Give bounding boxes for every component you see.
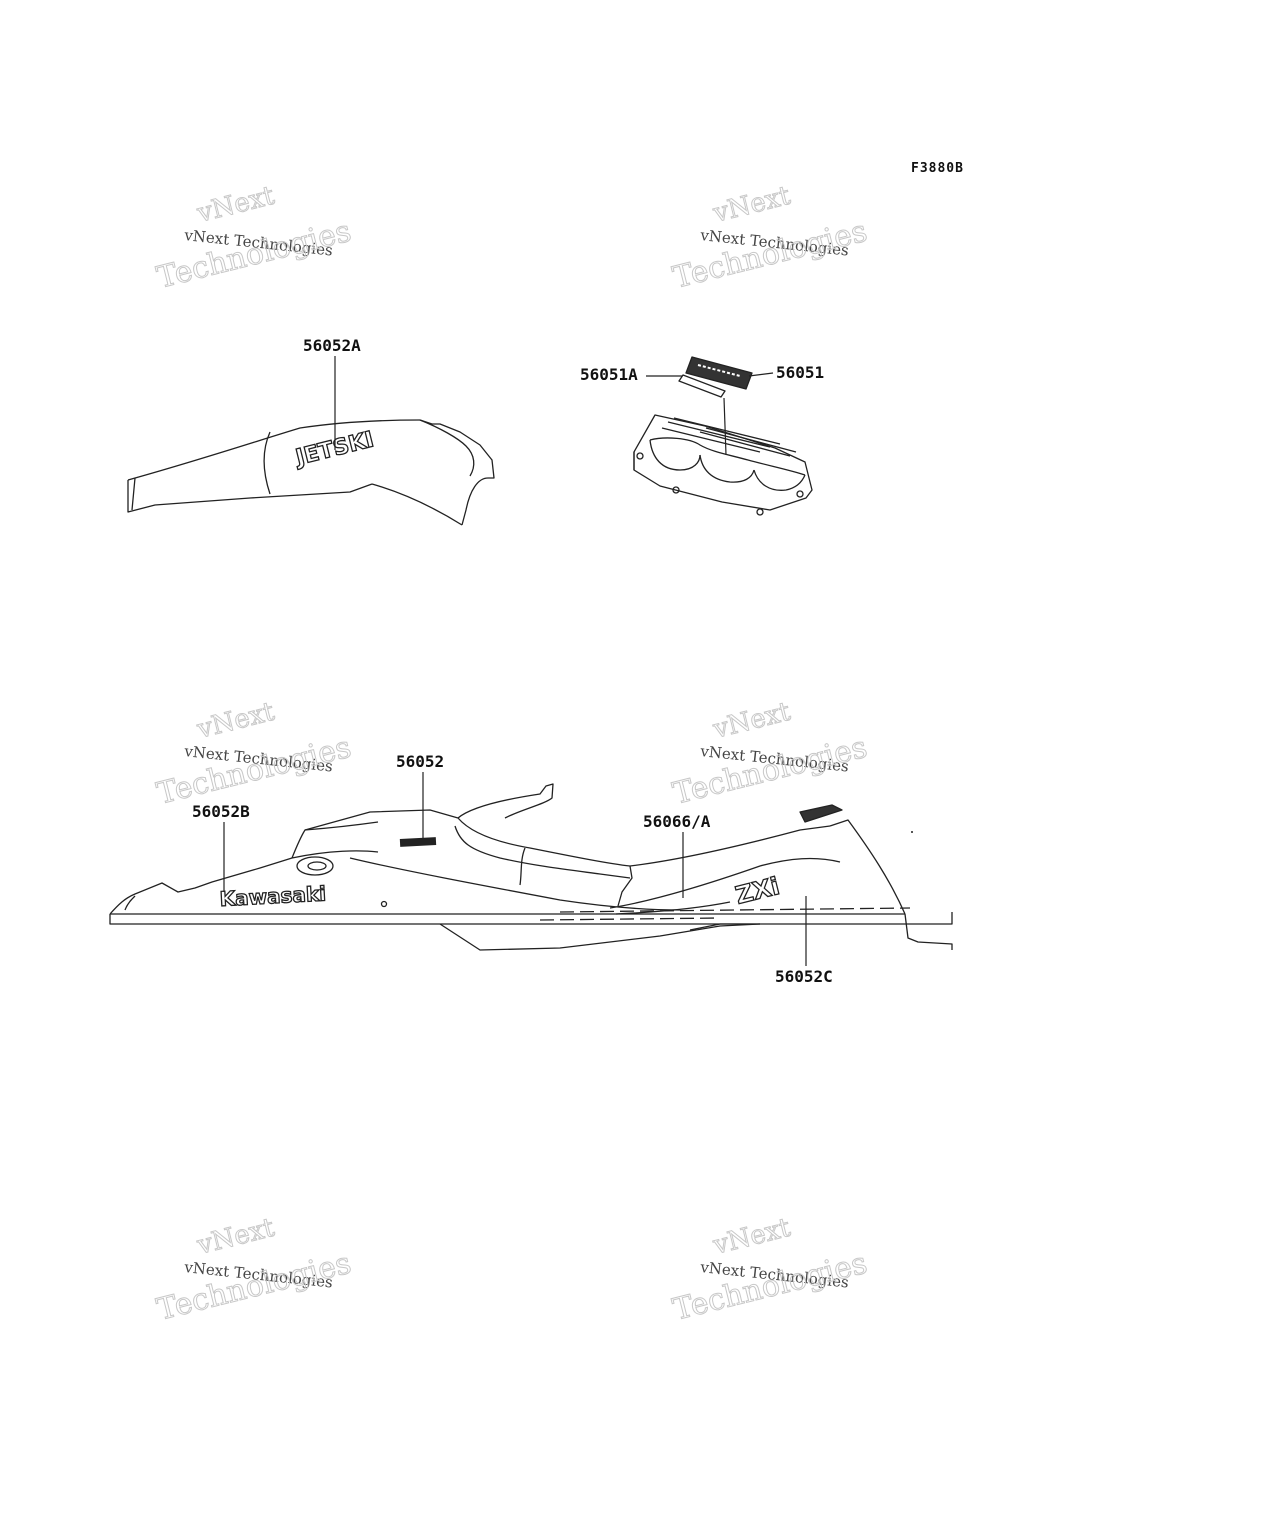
hood-badge-decal — [399, 837, 437, 847]
svg-text:vNext: vNext — [193, 181, 277, 229]
svg-text:Technologies: Technologies — [153, 1246, 354, 1328]
svg-text:Technologies: Technologies — [669, 1246, 870, 1328]
callout-56052A: 56052A — [303, 336, 361, 355]
label-decal-56051 — [685, 356, 753, 390]
watermark-middle-left: vNext vNext Technologies Technologies — [153, 696, 355, 812]
callout-56051A: 56051A — [580, 365, 638, 384]
watermark-middle-right: vNext vNext Technologies Technologies — [669, 696, 871, 812]
watermark-top-left: vNext vNext Technologies Technologies — [153, 180, 355, 296]
watermark-bottom-left: vNext vNext Technologies Technologies — [153, 1212, 355, 1328]
callout-56052C: 56052C — [775, 967, 833, 986]
svg-text:vNext: vNext — [709, 697, 793, 745]
watermark-top-right: vNext vNext Technologies Technologies — [669, 180, 871, 296]
callout-56052B: 56052B — [192, 802, 250, 821]
svg-text:vNext: vNext — [709, 181, 793, 229]
svg-text:Technologies: Technologies — [153, 730, 354, 812]
watercraft-side-drawing: Kawasaki ZXi — [109, 783, 953, 951]
figure-code: F3880B — [911, 161, 964, 176]
strip-decal-56051A — [678, 374, 726, 398]
svg-text:Technologies: Technologies — [669, 730, 870, 812]
jetski-decal: JETSKI — [291, 427, 376, 471]
watermark-bottom-right: vNext vNext Technologies Technologies — [669, 1212, 871, 1328]
callout-56066A: 56066/A — [643, 812, 711, 831]
svg-text:vNext: vNext — [709, 1213, 793, 1261]
rear-hull-drawing: JETSKI — [127, 419, 495, 526]
kawasaki-decal: Kawasaki — [219, 881, 327, 911]
zxi-decal: ZXi — [733, 872, 783, 910]
callout-56051: 56051 — [776, 363, 824, 382]
svg-text:vNext: vNext — [193, 1213, 277, 1261]
callout-56052: 56052 — [396, 752, 444, 771]
engine-cover-drawing — [633, 356, 813, 516]
svg-text:Technologies: Technologies — [669, 214, 870, 296]
svg-text:vNext: vNext — [193, 697, 277, 745]
svg-text:Technologies: Technologies — [153, 214, 354, 296]
leader-56051 — [748, 372, 774, 377]
leader-cover — [723, 397, 727, 456]
